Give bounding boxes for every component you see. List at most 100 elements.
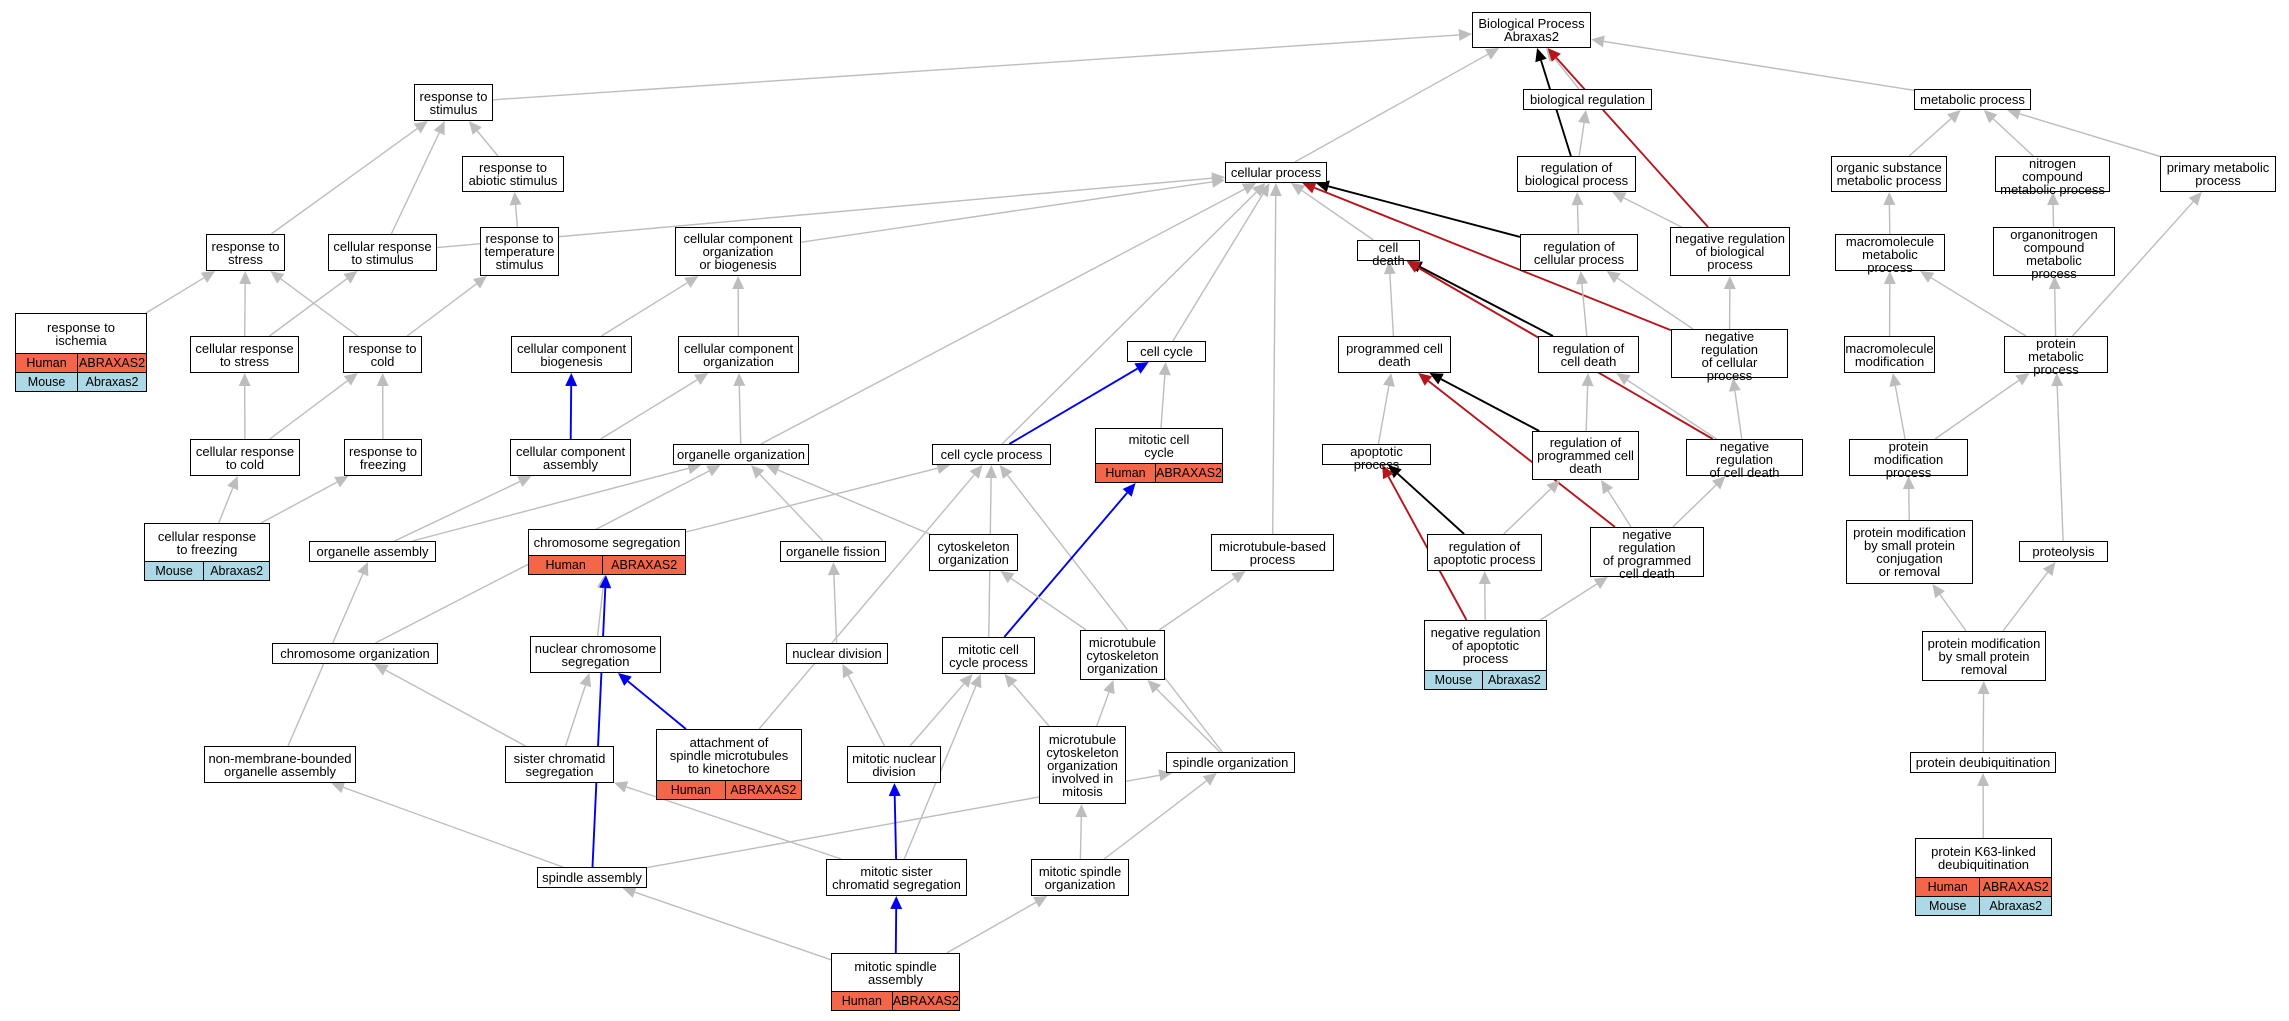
go-term-rap[interactable]: regulation of apoptotic process	[1427, 534, 1542, 571]
edge-crstim-stim	[390, 132, 440, 235]
go-term-nmboa[interactable]: non-membrane-bounded organelle assembly	[204, 746, 356, 783]
go-term-pdub[interactable]: protein deubiquitination	[1910, 752, 2056, 773]
go-term-macm[interactable]: macromolecule metabolic process	[1835, 234, 1945, 274]
arrowhead-scseg-chorg	[374, 664, 389, 676]
go-term-spasm[interactable]: spindle assembly	[537, 867, 647, 888]
go-term-stress[interactable]: response to stress	[206, 234, 285, 271]
arrowhead-nrbp-rbp	[1612, 192, 1627, 204]
go-term-nrcd[interactable]: negative regulation of cell death	[1686, 439, 1803, 479]
arrowhead-mnd-nucdiv	[842, 664, 854, 679]
go-term-pcd[interactable]: programmed cell death	[1338, 336, 1451, 373]
edge-mnd-mccp	[909, 683, 965, 747]
go-term-nrap[interactable]: negative regulation of apoptotic process…	[1424, 620, 1547, 690]
go-term-ccbio[interactable]: cellular component biogenesis	[511, 336, 632, 373]
arrowhead-ccob-cp	[1211, 175, 1225, 188]
species-cell: Mouse	[16, 373, 79, 391]
arrowhead-asmk-ccp	[969, 465, 983, 479]
go-term-bp[interactable]: Biological Process Abraxas2	[1472, 12, 1591, 48]
go-term-rcd[interactable]: regulation of cell death	[1538, 336, 1639, 373]
go-term-label: protein metabolic process	[2028, 336, 2084, 377]
go-term-sporg[interactable]: spindle organization	[1166, 752, 1295, 773]
go-term-mscs[interactable]: mitotic sister chromatid segregation	[826, 859, 967, 896]
edge-meta-bp	[1603, 40, 1915, 91]
go-term-orgasm[interactable]: organelle assembly	[309, 541, 436, 562]
go-term-abio[interactable]: response to abiotic stimulus	[462, 156, 564, 192]
go-term-macmod[interactable]: macromolecule modification	[1844, 336, 1935, 373]
edge-rcd-rcp	[1581, 283, 1588, 337]
go-term-freez[interactable]: response to freezing	[344, 439, 422, 476]
go-term-osm[interactable]: organic substance metabolic process	[1831, 156, 1947, 192]
go-term-ccycle[interactable]: cell cycle	[1127, 341, 1206, 362]
go-term-mtbp[interactable]: microtubule-based process	[1211, 534, 1334, 571]
go-term-cytorg[interactable]: cytoskeleton organization	[929, 534, 1018, 571]
go-term-ccasm[interactable]: cellular component assembly	[510, 439, 631, 476]
edge-scseg-chorg	[385, 669, 526, 747]
edge-ccasm-ccbio	[569, 385, 573, 440]
arrowhead-rbp-bp	[1535, 48, 1547, 63]
go-term-nrbp[interactable]: negative regulation of biological proces…	[1670, 227, 1790, 276]
go-term-mtcom[interactable]: microtubule cytoskeleton organization in…	[1039, 726, 1126, 804]
go-term-crcold[interactable]: cellular response to cold	[190, 439, 300, 476]
go-term-label: organelle fission	[786, 544, 880, 559]
go-term-pmspr[interactable]: protein modification by small protein re…	[1922, 631, 2046, 681]
go-term-prim[interactable]: primary metabolic process	[2160, 156, 2276, 192]
edge-nchseg-chseg	[596, 587, 604, 637]
go-term-pmspc[interactable]: protein modification by small protein co…	[1846, 520, 1973, 584]
go-term-ccorg[interactable]: cellular component organization	[678, 336, 799, 373]
go-term-breg[interactable]: biological regulation	[1523, 89, 1652, 110]
arrowhead-nrpcd-rpcd	[1601, 480, 1614, 495]
go-term-cold[interactable]: response to cold	[343, 336, 422, 373]
go-term-oncm[interactable]: organonitrogen compound metabolic proces…	[1993, 227, 2115, 280]
go-term-crstress[interactable]: cellular response to stress	[190, 336, 299, 373]
go-term-orgfis[interactable]: organelle fission	[780, 541, 886, 562]
go-term-mtco[interactable]: microtubule cytoskeleton organization	[1080, 630, 1165, 680]
go-term-mccp[interactable]: mitotic cell cycle process	[942, 637, 1035, 674]
go-term-ccob[interactable]: cellular component organization or bioge…	[675, 227, 801, 276]
go-term-cdeath[interactable]: cell death	[1357, 240, 1420, 267]
arrowhead-oncm-ncm	[2047, 192, 2060, 206]
go-term-nchseg[interactable]: nuclear chromosome segregation	[530, 636, 661, 673]
go-term-msporg[interactable]: mitotic spindle organization	[1031, 859, 1129, 896]
go-term-cp[interactable]: cellular process	[1225, 162, 1327, 183]
go-term-chorg[interactable]: chromosome organization	[272, 643, 438, 664]
edge-rbp-breg	[1578, 122, 1585, 157]
go-term-nucdiv[interactable]: nuclear division	[786, 643, 888, 664]
edge-crcold-cold	[269, 380, 348, 440]
go-term-nrcp[interactable]: negative regulation of cellular process	[1671, 329, 1788, 382]
arrowhead-macm-osm	[1883, 192, 1896, 206]
go-term-nrpcd[interactable]: negative regulation of programmed cell d…	[1590, 527, 1704, 580]
go-term-stim[interactable]: response to stimulus	[414, 84, 493, 121]
go-term-rcp[interactable]: regulation of cellular process	[1520, 234, 1638, 271]
go-term-protm[interactable]: protein metabolic process	[2004, 336, 2108, 377]
go-term-asmk[interactable]: attachment of spindle microtubules to ki…	[656, 729, 802, 800]
go-term-label: regulation of cellular process	[1533, 238, 1625, 267]
go-term-scseg[interactable]: sister chromatid segregation	[505, 746, 614, 783]
go-term-ncm[interactable]: nitrogen compound metabolic process	[1995, 156, 2110, 196]
edge-protm-macm	[1930, 277, 2027, 337]
go-term-label: cell cycle	[1140, 344, 1193, 359]
go-term-rbp[interactable]: regulation of biological process	[1517, 156, 1636, 192]
go-term-meta[interactable]: metabolic process	[1914, 89, 2031, 110]
go-term-label: cell death	[1372, 240, 1405, 268]
go-term-crstim[interactable]: cellular response to stimulus	[328, 234, 437, 271]
go-term-label: cell cycle process	[940, 447, 1043, 462]
go-term-rpcd[interactable]: regulation of programmed cell death	[1532, 431, 1639, 480]
go-term-pmp[interactable]: protein modification process	[1849, 439, 1968, 479]
arrowhead-meta-bp	[1591, 35, 1605, 48]
go-term-apop[interactable]: apoptotic process	[1322, 444, 1431, 471]
go-term-orgorg[interactable]: organelle organization	[673, 444, 809, 465]
go-term-rtemp[interactable]: response to temperature stimulus	[480, 227, 559, 276]
go-term-mnd[interactable]: mitotic nuclear division	[847, 746, 941, 783]
arrowhead-freez-cold	[376, 373, 389, 386]
go-term-label: mitotic spindle organization	[1038, 863, 1122, 892]
arrowhead-pmspr-prot	[2042, 562, 2056, 576]
go-term-ccp[interactable]: cell cycle process	[932, 444, 1051, 465]
go-term-prot[interactable]: proteolysis	[2019, 541, 2108, 562]
